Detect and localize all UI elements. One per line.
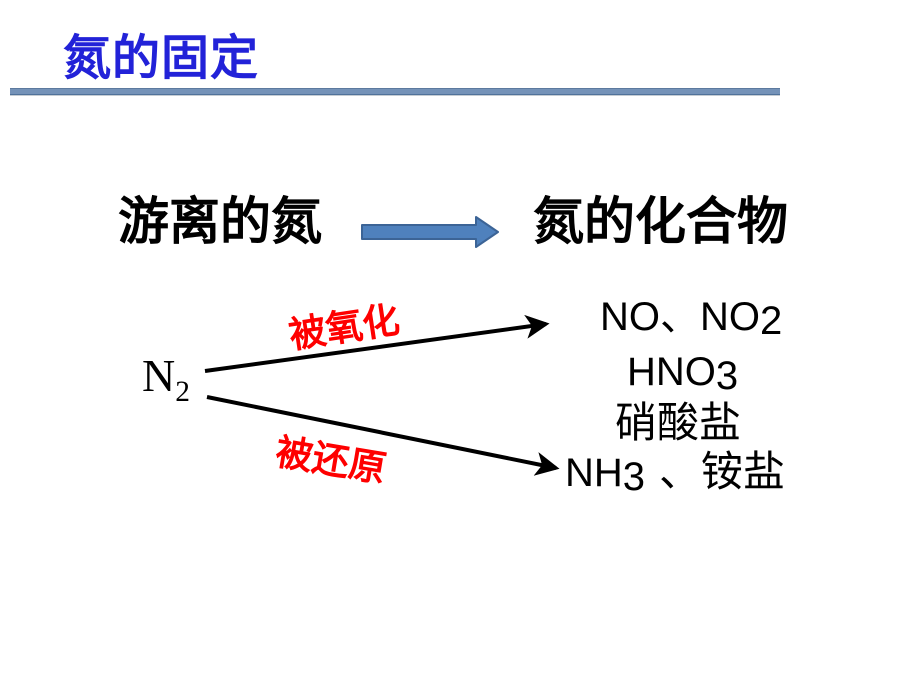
n2-base: N [142,350,176,401]
nitrogen-compounds-label: 氮的化合物 [533,195,789,251]
reduction-label: 被还原 [272,432,389,491]
right-block-arrow-icon [361,216,499,248]
slide-title: 氮的固定 [63,32,260,85]
hno3-subscript: 3 [715,354,739,399]
title-underline [10,88,780,95]
nh3-text: NH [565,451,623,495]
ammonium-salts-text: 、铵盐 [659,450,786,496]
nh3-subscript: 3 [622,455,646,500]
no-no2-text: NO、NO [600,295,760,339]
oxidation-label: 被氧化 [286,300,403,357]
no2-subscript: 2 [760,299,783,344]
n2-subscript: 2 [175,376,190,409]
hno3-text: HNO [627,350,716,394]
product-nh3-ammonium: NH3 、铵盐 [565,450,785,499]
free-nitrogen-label: 游离的氮 [118,195,323,251]
product-no-no2: NO、NO2 [600,295,782,343]
product-nitrate-salts: 硝酸盐 [615,401,742,447]
product-hno3: HNO3 [627,350,738,398]
n2-formula: N2 [142,350,190,407]
